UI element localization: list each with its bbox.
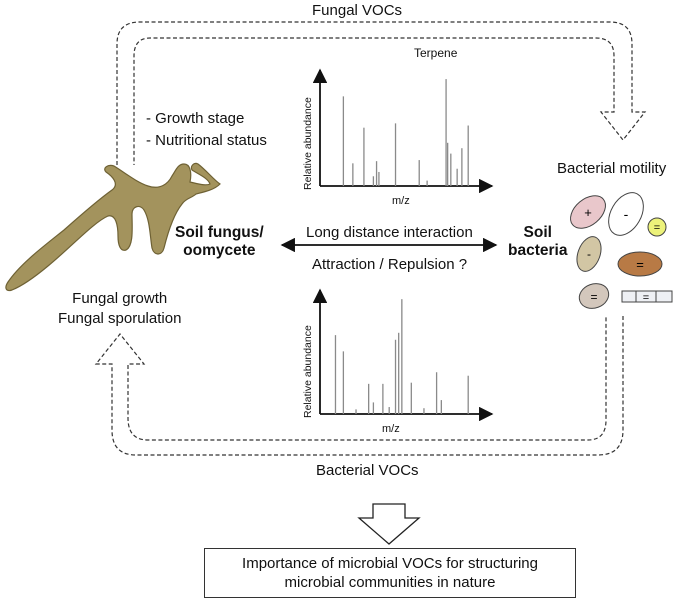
- fungal-growth-text: Fungal growth: [72, 290, 168, 307]
- long-distance-interaction-label: Long distance interaction: [306, 224, 473, 241]
- soil-bacteria-label: Soil bacteria: [508, 224, 567, 260]
- fungus-hypha: [5, 162, 221, 292]
- bacteria-cell-sign: =: [643, 292, 649, 304]
- bacteria-cell-equal-brown: =: [617, 251, 663, 277]
- bottom-mass-spectrum: [312, 288, 494, 422]
- growth-stage-label: - Growth stage: [146, 110, 245, 127]
- bacteria-cell-sign: =: [636, 257, 644, 272]
- soil-bacteria-line-1: Soil: [523, 224, 552, 241]
- bacteria-cell-minus: -: [608, 192, 644, 236]
- attraction-repulsion-label: Attraction / Repulsion ?: [312, 256, 468, 273]
- soil-bacteria-line-2: bacteria: [508, 242, 568, 259]
- top-spectrum-xlabel: m/z: [392, 195, 410, 207]
- terpene-peak-label: Terpene: [414, 46, 458, 60]
- bacteria-cell-equal-yellow: =: [647, 217, 667, 237]
- conclusion-line-2: microbial communities in nature: [284, 574, 496, 591]
- bacteria-cell-plus: +: [570, 195, 606, 229]
- top-mass-spectrum: [312, 68, 494, 194]
- bacteria-cell-sign: +: [584, 205, 592, 220]
- conclusion-line-1: Importance of microbial VOCs for structu…: [242, 555, 538, 572]
- bacterial-vocs-loop-arrow: [94, 316, 624, 456]
- soil-fungus-line-1: Soil fungus/: [175, 224, 264, 241]
- conclusion-box: Importance of microbial VOCs for structu…: [204, 548, 576, 598]
- fungal-effects-label: Fungal growth Fungal sporulation: [58, 290, 181, 328]
- bacteria-cell-minus-tan: -: [576, 236, 602, 272]
- down-arrow-to-conclusion: [357, 503, 421, 545]
- bacterial-vocs-label: Bacterial VOCs: [316, 462, 419, 479]
- bacteria-cell-sign: -: [624, 206, 629, 222]
- bacteria-cell-equal-grey: =: [578, 283, 610, 309]
- bacteria-cell-rod: =: [621, 290, 673, 304]
- fungal-vocs-label: Fungal VOCs: [312, 2, 403, 19]
- bottom-spectrum-xlabel: m/z: [382, 423, 400, 435]
- nutritional-status-label: - Nutritional status: [146, 132, 267, 149]
- fungal-sporulation-text: Fungal sporulation: [58, 310, 182, 327]
- bacteria-cell-sign: =: [654, 222, 660, 234]
- bacteria-cell-sign: -: [587, 247, 591, 261]
- soil-fungus-line-2: oomycete: [183, 242, 256, 259]
- soil-fungus-label: Soil fungus/ oomycete: [175, 224, 264, 260]
- bacteria-cell-sign: =: [590, 290, 597, 304]
- top-spectrum-ylabel: Relative abundance: [302, 97, 314, 190]
- bottom-spectrum-ylabel: Relative abundance: [302, 325, 314, 418]
- bacterial-motility-label: Bacterial motility: [557, 160, 667, 177]
